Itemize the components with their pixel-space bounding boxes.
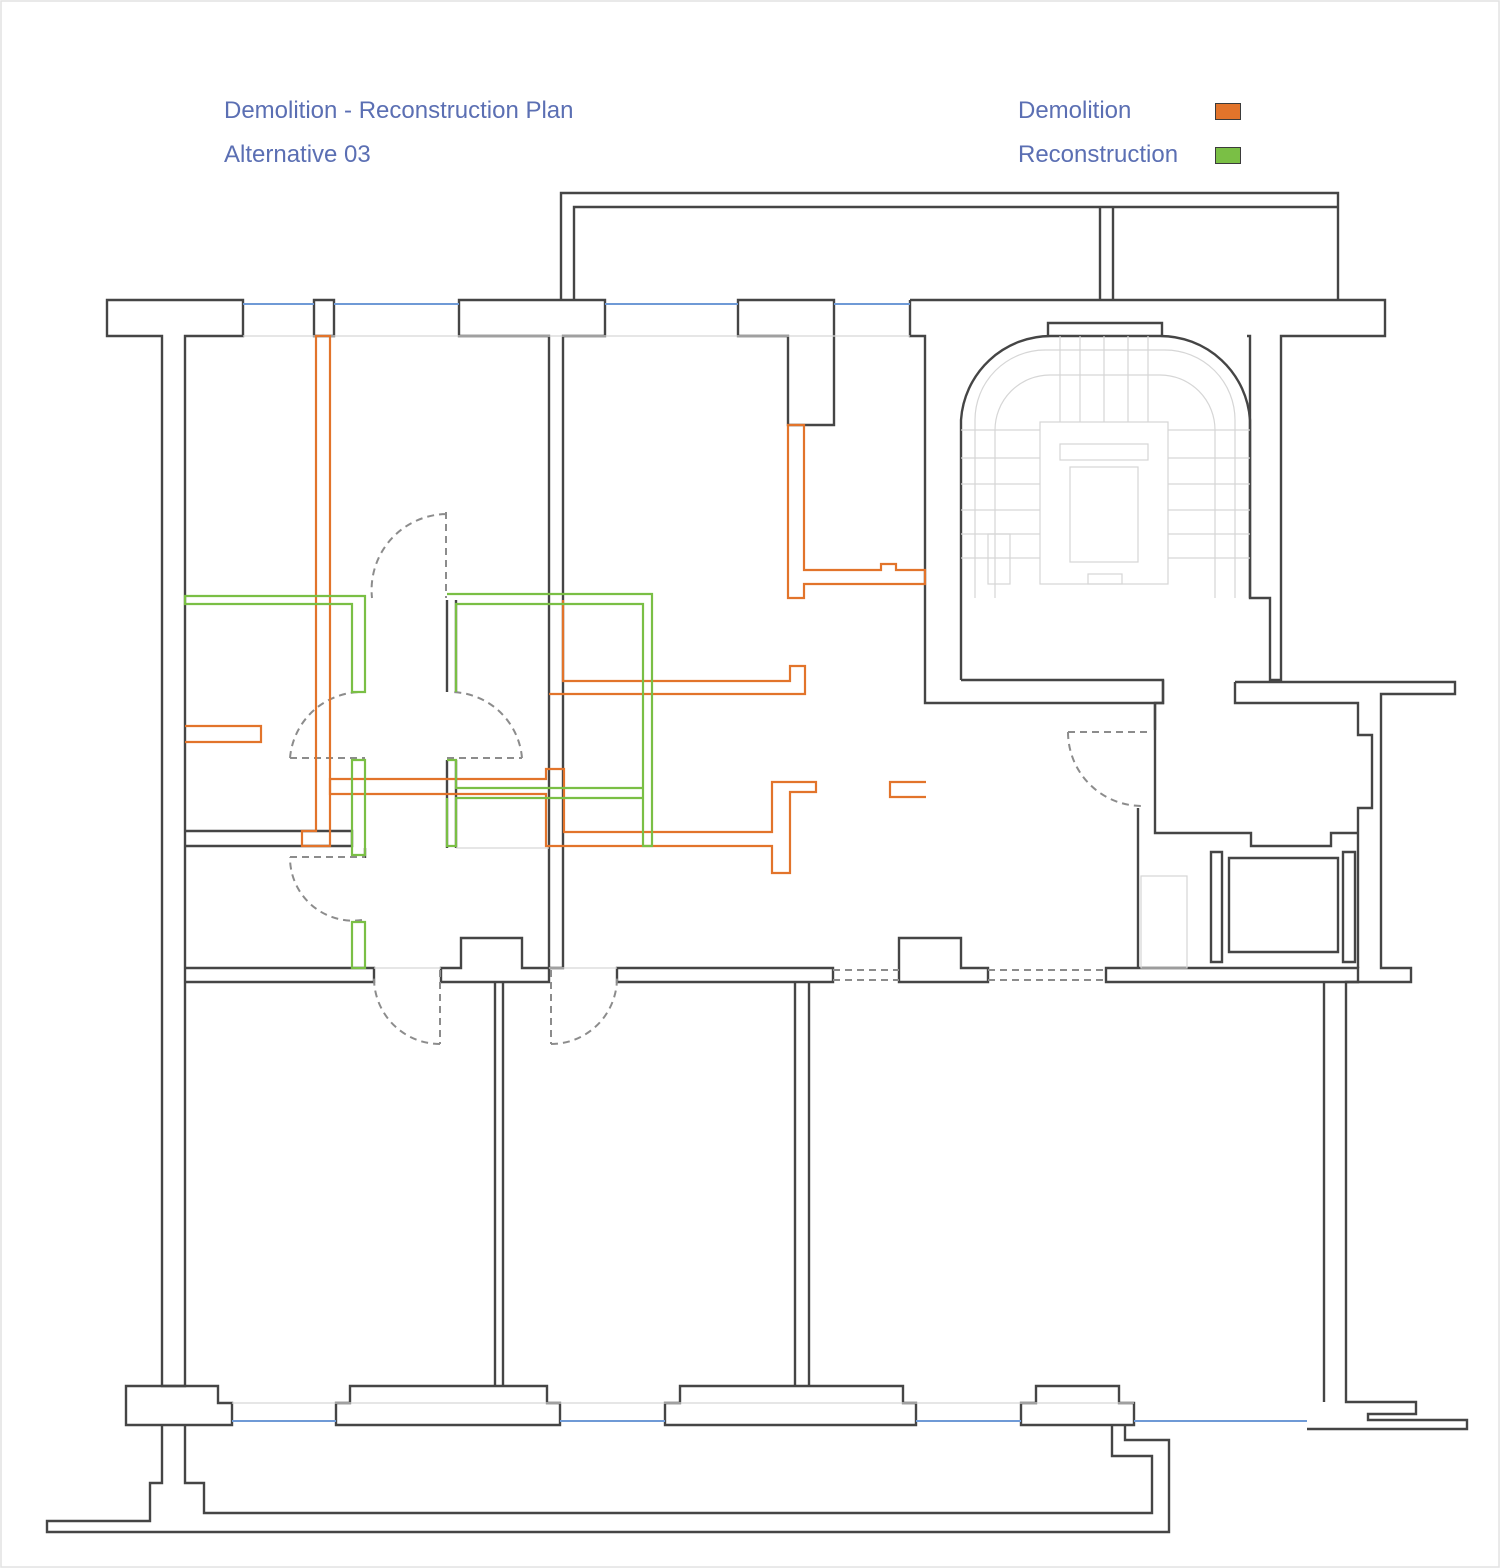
top-pier-3	[736, 298, 836, 427]
top-pier-1	[312, 298, 336, 338]
legend-reconstruction-label: Reconstruction	[1018, 141, 1179, 168]
bottom-base-wall	[45, 1425, 1171, 1534]
sill-lines	[232, 335, 1188, 1404]
staircase	[961, 336, 1250, 598]
door-swing-3	[447, 690, 523, 759]
demolition-wall-4	[786, 423, 927, 600]
plan-subtitle: Alternative 03	[224, 141, 371, 168]
partition-bottom-1	[493, 982, 505, 1386]
doors	[288, 512, 1152, 1045]
door-swing-6	[550, 970, 618, 1045]
reconstruction-wall-1	[183, 594, 367, 694]
door-swing-4	[288, 856, 365, 922]
walls	[45, 191, 1469, 1534]
partition-bottom-2	[793, 982, 811, 1386]
reconstruction-wall-2	[350, 758, 367, 970]
top-pier-2	[457, 298, 607, 970]
demolition-wall-2	[328, 767, 818, 875]
annex-top	[559, 191, 1340, 300]
legend-reconstruction-swatch	[1215, 147, 1241, 164]
lobby-walls	[1153, 680, 1469, 1431]
left-small-room-wall	[185, 829, 367, 858]
lobby-left-wall	[1136, 703, 1157, 968]
legend-demolition-swatch	[1215, 103, 1241, 120]
door-opening-2	[988, 969, 1106, 981]
demolition-wall-1	[300, 334, 332, 848]
reconstruction-wall-3	[445, 592, 654, 848]
legend-demolition-label: Demolition	[1018, 97, 1132, 124]
door-swing-5	[373, 970, 441, 1045]
lift-shaft	[1209, 850, 1357, 964]
door-swing-1	[370, 512, 447, 599]
door-swing-2	[289, 690, 365, 759]
stair-hall-wall	[959, 334, 1252, 680]
top-facade-wall	[105, 298, 245, 1388]
door-swing-7	[1067, 731, 1152, 807]
corridor-bottom-wall	[185, 936, 1360, 984]
plan-title: Demolition - Reconstruction Plan	[224, 97, 574, 124]
reconstruction-walls	[183, 592, 654, 970]
demolition-wall-5	[185, 724, 263, 744]
demolition-wall-6	[888, 780, 926, 799]
demolition-wall-3	[549, 600, 807, 696]
bottom-facade-wall	[124, 1384, 1136, 1427]
stair-landing-cap	[1046, 321, 1164, 336]
corridor-stub-walls	[445, 600, 458, 848]
windows	[232, 303, 1307, 1422]
demolition-walls	[185, 334, 927, 875]
door-opening-1	[833, 969, 899, 981]
